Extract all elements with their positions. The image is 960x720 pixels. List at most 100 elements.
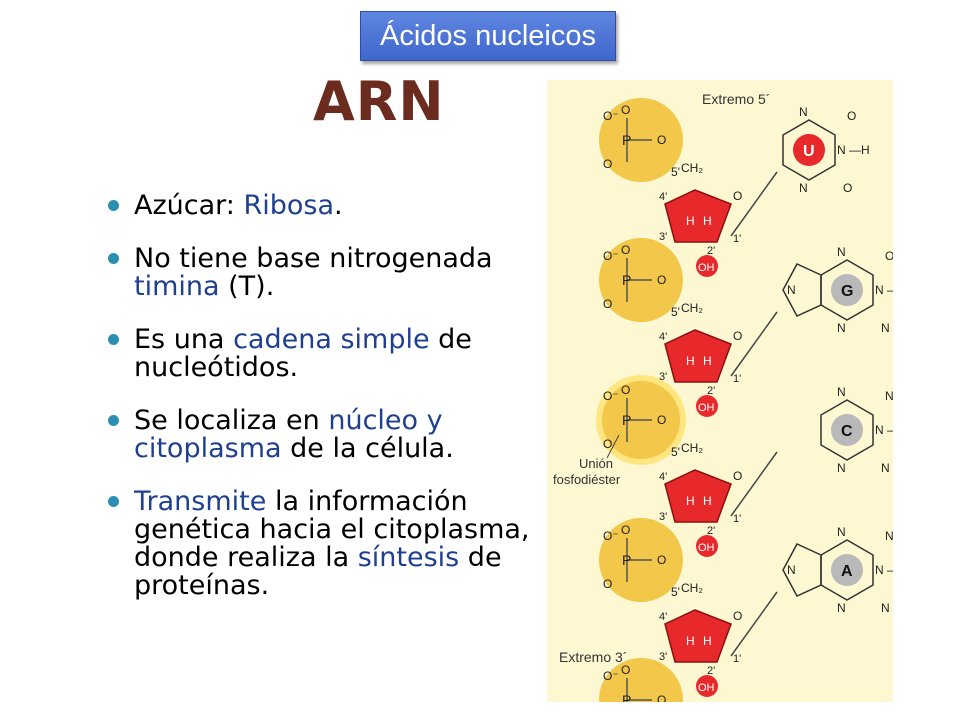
base-circle [831, 414, 863, 446]
hydroxyl-circle [696, 255, 718, 277]
atom-label: N [885, 529, 893, 543]
oxygen-label: O [603, 297, 612, 311]
carbon-label: 1' [733, 653, 741, 665]
carbon-label: 2' [707, 385, 715, 397]
nitrogen-label: N [837, 245, 846, 259]
hydrogen-label: —H [887, 283, 893, 297]
base-ring [782, 263, 822, 317]
hydrogen-label: —H [887, 563, 893, 577]
nitrogen-label: N [799, 181, 808, 195]
oxygen-label: O [603, 577, 612, 591]
carbon-label: 3' [659, 511, 667, 523]
carbon-label: 5' [671, 585, 680, 599]
phosphorus-label: P [622, 412, 631, 428]
carbon-label: 1' [733, 373, 741, 385]
top-end-label: Extremo 5´ [702, 91, 770, 107]
oxygen-label: O [657, 693, 666, 702]
phosphorus-label: P [622, 132, 631, 148]
atom-label: N [885, 389, 893, 403]
oxygen-label: O⁻ [603, 529, 619, 543]
bullet-text: . [334, 190, 343, 221]
oxygen-label: O [657, 553, 666, 567]
bond-label-line2: fosfodiéster [553, 472, 621, 487]
oxygen-label: O [621, 523, 630, 537]
atom-label: O [843, 181, 852, 195]
hydrogen-label: H [703, 354, 712, 368]
bullet-item: No tiene base nitrogenada timina (T). [106, 245, 546, 301]
oxygen-label: O⁻ [603, 669, 619, 683]
highlight-text: núcleo y citoplasma [134, 405, 443, 464]
oxygen-label: O [657, 133, 666, 147]
bullet-dot-icon [108, 200, 119, 211]
oxygen-label: O [621, 103, 630, 117]
nitrogen-label: N [787, 563, 796, 577]
ribose-sugar [664, 329, 732, 383]
bullet-item: Se localiza en núcleo y citoplasma de la… [106, 407, 546, 463]
atom-label: O [847, 109, 856, 123]
hydrogen-label: H [686, 214, 695, 228]
nitrogen-label: N [837, 143, 846, 157]
ribose-sugar [664, 469, 732, 523]
carbon-label: 4' [659, 191, 667, 203]
bullet-text: de nucleótidos. [134, 324, 472, 383]
carbon-label: CH₂ [681, 161, 703, 175]
carbon-label: 1' [733, 233, 741, 245]
bullet-text: (T). [219, 271, 275, 302]
carbon-label: 4' [659, 611, 667, 623]
oxygen-label: O [603, 157, 612, 171]
base-circle [831, 554, 863, 586]
oxygen-label: O⁻ [603, 109, 619, 123]
atom-label: N [881, 601, 890, 615]
hydroxyl-label: OH [698, 682, 715, 694]
carbon-label: CH₂ [681, 581, 703, 595]
nitrogen-label: N [837, 601, 846, 615]
bullet-text: Se localiza en [134, 405, 329, 436]
topic-tag: Ácidos nucleicos [360, 11, 616, 61]
carbon-label: 1' [733, 513, 741, 525]
pointer-line [606, 434, 620, 459]
nitrogen-label: N [837, 321, 846, 335]
highlight-text: síntesis [357, 542, 460, 573]
glycosidic-bond [730, 591, 778, 657]
hydroxyl-circle [696, 675, 718, 697]
base-ring [782, 543, 822, 597]
hydrogen-label: H [686, 494, 695, 508]
bullet-text: de la célula. [281, 433, 454, 464]
oxygen-label: O [621, 383, 630, 397]
phosphorus-label: P [622, 552, 631, 568]
hydroxyl-label: OH [698, 542, 715, 554]
hydrogen-label: —H [887, 423, 893, 437]
base-letter: U [803, 143, 815, 160]
carbon-label: 3' [659, 371, 667, 383]
base-letter: A [841, 563, 853, 580]
page-title: ARN [313, 70, 445, 133]
base-letter: C [841, 423, 853, 440]
nitrogen-label: N [875, 423, 884, 437]
base-circle [831, 274, 863, 306]
carbon-label: 3' [659, 651, 667, 663]
glycosidic-bond [730, 451, 778, 517]
carbon-label: 4' [659, 331, 667, 343]
highlight-text: Ribosa [243, 190, 334, 221]
oxygen-label: O [657, 413, 666, 427]
atom-label: O [885, 249, 893, 263]
oxygen-label: O [733, 469, 742, 483]
base-circle [793, 134, 825, 166]
carbon-label: 4' [659, 471, 667, 483]
bullet-text: Azúcar: [134, 190, 244, 221]
hydrogen-label: H [686, 634, 695, 648]
carbon-label: 5' [671, 305, 680, 319]
phosphate-circle [599, 658, 683, 702]
rna-diagram: Extremo 5´ Extremo 3´ Unión fosfodiéster… [547, 80, 893, 702]
bullet-dot-icon [108, 496, 119, 507]
hydroxyl-label: OH [698, 262, 715, 274]
highlight-text: timina [134, 271, 220, 302]
carbon-label: 3' [659, 231, 667, 243]
bullet-list: Azúcar: Ribosa. No tiene base nitrogenada… [106, 192, 546, 625]
bullet-item: Es una cadena simple de nucleótidos. [106, 326, 546, 382]
carbon-label: 5' [671, 165, 680, 179]
glycosidic-bond [730, 311, 778, 377]
nitrogen-label: N [787, 283, 796, 297]
bullet-text: la información genética hacia el citopla… [134, 486, 530, 573]
bullet-item: Azúcar: Ribosa. [106, 192, 546, 220]
